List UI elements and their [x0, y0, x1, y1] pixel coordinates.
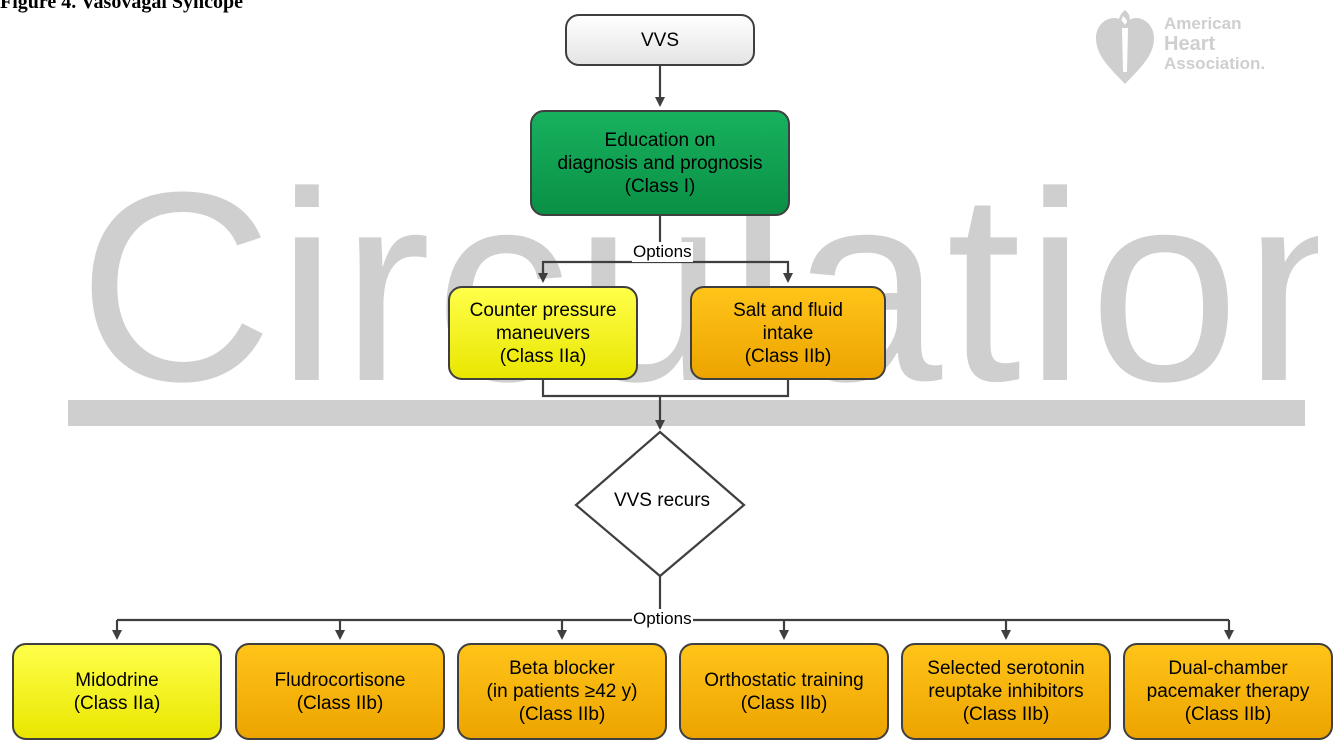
beta-blocker-node: Beta blocker (in patients ≥42 y) (Class … [457, 643, 667, 740]
vvs-start-node: VVS [565, 14, 755, 66]
logo-wordmark: American Heart Association. [1164, 14, 1265, 74]
orthostatic-training-label: Orthostatic training (Class IIb) [704, 669, 864, 714]
beta-blocker-label: Beta blocker (in patients ≥42 y) (Class … [486, 658, 638, 725]
aha-logo: American Heart Association. [1092, 6, 1324, 86]
vvs-start-label: VVS [640, 29, 680, 51]
pacemaker-node: Dual-chamber pacemaker therapy (Class II… [1123, 643, 1333, 740]
salt-fluid-node: Salt and fluid intake (Class IIb) [690, 286, 886, 380]
figure-title: Figure 4. Vasovagal Syncope [0, 0, 243, 13]
ssri-label: Selected serotonin reuptake inhibitors (… [927, 658, 1085, 725]
salt-fluid-label: Salt and fluid intake (Class IIb) [733, 299, 843, 367]
counter-pressure-node: Counter pressure maneuvers (Class IIa) [448, 286, 638, 380]
logo-line-3: Association. [1164, 54, 1266, 73]
education-node: Education on diagnosis and prognosis (Cl… [530, 110, 790, 216]
edge-merge [541, 380, 790, 398]
logo-line-1: American [1164, 14, 1242, 33]
education-label: Education on diagnosis and prognosis (Cl… [557, 129, 763, 197]
heart-and-torch-icon [1096, 10, 1154, 84]
logo-line-2: Heart [1164, 33, 1216, 55]
midodrine-label: Midodrine (Class IIa) [73, 669, 161, 714]
options-label-1: Options [632, 242, 693, 262]
counter-pressure-label: Counter pressure maneuvers (Class IIa) [469, 299, 617, 367]
midodrine-node: Midodrine (Class IIa) [12, 643, 222, 740]
watermark-bar [68, 400, 1305, 426]
fludrocortisone-node: Fludrocortisone (Class IIb) [235, 643, 445, 740]
fludrocortisone-label: Fludrocortisone (Class IIb) [274, 669, 406, 714]
orthostatic-training-node: Orthostatic training (Class IIb) [679, 643, 889, 740]
ssri-node: Selected serotonin reuptake inhibitors (… [901, 643, 1111, 740]
decision-label: VVS recurs [613, 490, 711, 511]
edge-options-split [541, 260, 790, 279]
pacemaker-label: Dual-chamber pacemaker therapy (Class II… [1146, 658, 1310, 725]
options-label-2: Options [632, 609, 693, 629]
